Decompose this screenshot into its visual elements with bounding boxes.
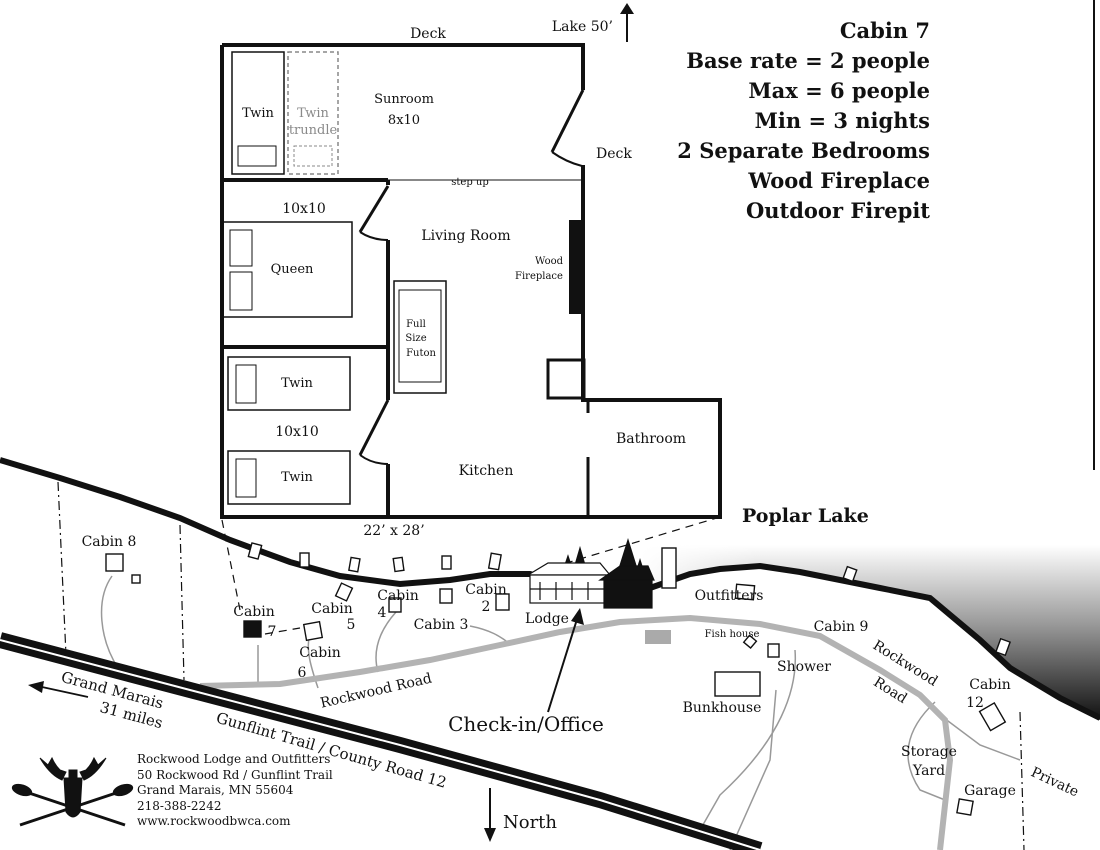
shower-building xyxy=(767,643,780,658)
cabin4-label-a: Cabin xyxy=(377,588,419,604)
min-nights-text: Min = 3 nights xyxy=(754,108,930,133)
storage-yard-label-2: Yard xyxy=(912,763,945,779)
footpaths xyxy=(100,575,1021,850)
cabin2-building xyxy=(495,593,510,611)
cabin5-building xyxy=(334,582,354,602)
lake-shading xyxy=(640,545,1100,720)
garage-building xyxy=(956,798,974,816)
business-city: Grand Marais, MN 55604 xyxy=(137,783,294,797)
cabin8-building xyxy=(105,553,124,572)
deck-side-label: Deck xyxy=(596,146,632,162)
trundle-label-1: Twin xyxy=(297,106,329,121)
floor-plan xyxy=(220,43,722,519)
gunflint-centerline xyxy=(0,639,761,850)
poplar-lake-label: Poplar Lake xyxy=(742,505,869,527)
storage-yard-label-1: Storage xyxy=(901,744,957,760)
kitchen-label: Kitchen xyxy=(459,463,514,479)
north-arrow xyxy=(484,788,496,842)
docks xyxy=(247,542,1011,657)
rockwood-road xyxy=(199,614,954,850)
cabin4-label-b: 4 xyxy=(378,605,387,621)
step-up-label: step up xyxy=(451,177,489,188)
twin-mid-label: Twin xyxy=(281,376,313,391)
fish-house-building xyxy=(742,634,758,650)
lodge-label: Lodge xyxy=(525,611,569,627)
cabin-title: Cabin 7 xyxy=(839,18,930,43)
cabin12-building xyxy=(978,702,1007,732)
lake-distance-label: Lake 50’ xyxy=(552,19,613,35)
business-website[interactable]: www.rockwoodbwca.com xyxy=(137,814,291,828)
wood-fireplace-label-2: Fireplace xyxy=(515,271,563,282)
futon-label-3: Futon xyxy=(406,348,436,359)
queen-label: Queen xyxy=(271,262,314,277)
cabin12-label-a: Cabin xyxy=(969,677,1011,693)
twin-top-label: Twin xyxy=(242,106,274,121)
site-buildings xyxy=(105,553,1007,816)
futon-label-2: Size xyxy=(405,333,426,344)
bathroom-label: Bathroom xyxy=(616,431,686,447)
cabin3-building xyxy=(439,588,453,604)
trundle-label-2: trundle xyxy=(289,123,338,138)
grand-marais-arrow xyxy=(28,681,89,698)
checkin-arrow xyxy=(547,608,584,713)
private-label: Private xyxy=(1028,764,1081,800)
checkin-office-label: Check-in/Office xyxy=(448,712,604,736)
sunroom-size-label: 8x10 xyxy=(388,113,420,128)
sunroom-label: Sunroom xyxy=(374,92,434,107)
lodge-illustration xyxy=(525,537,655,609)
firepit-text: Outdoor Firepit xyxy=(745,198,930,223)
cabin6-building xyxy=(302,620,324,642)
cabin-dimensions-label: 22’ x 28’ xyxy=(363,523,424,539)
bedroom1-size-label: 10x10 xyxy=(282,201,326,217)
cabin4-building xyxy=(388,597,402,613)
cabin2-label-b: 2 xyxy=(482,599,491,615)
wood-fireplace-label-1: Wood xyxy=(535,256,564,267)
fireplace-text: Wood Fireplace xyxy=(748,168,930,193)
bedrooms-text: 2 Separate Bedrooms xyxy=(677,138,930,163)
base-rate-text: Base rate = 2 people xyxy=(686,48,930,73)
twin-low-label: Twin xyxy=(281,470,313,485)
business-address: 50 Rockwood Rd / Gunflint Trail xyxy=(137,767,333,782)
shower-label: Shower xyxy=(777,659,831,675)
moose-logo xyxy=(11,756,134,827)
cabin7-label-b: 7 xyxy=(268,624,277,640)
property-lines xyxy=(57,481,1025,850)
parking-pad xyxy=(645,630,671,644)
cabin5-label-b: 5 xyxy=(347,617,356,633)
cabin12-label-b: 12 xyxy=(966,695,984,711)
cabin7-building xyxy=(243,620,262,638)
living-room-label: Living Room xyxy=(421,228,510,244)
north-label: North xyxy=(503,812,557,833)
lake-arrow xyxy=(620,3,634,42)
cabin5-label-a: Cabin xyxy=(311,601,353,617)
contact-block: Rockwood Lodge and Outfitters 50 Rockwoo… xyxy=(137,752,333,830)
cabin2-label-a: Cabin xyxy=(465,582,507,598)
bunkhouse-building xyxy=(714,671,761,697)
deck-top-label: Deck xyxy=(410,26,446,42)
cabin3-label: Cabin 3 xyxy=(414,617,469,633)
garage-label: Garage xyxy=(964,783,1016,799)
business-name: Rockwood Lodge and Outfitters xyxy=(137,752,331,766)
cabin7-label-a: Cabin xyxy=(233,604,275,620)
outfitters-building xyxy=(734,583,756,601)
cabin6-label-a: Cabin xyxy=(299,645,341,661)
fish-house-label: Fish house xyxy=(705,629,760,640)
bedroom2-size-label: 10x10 xyxy=(275,424,319,440)
cabin8-label: Cabin 8 xyxy=(82,534,137,550)
business-phone: 218-388-2242 xyxy=(137,798,222,813)
bunkhouse-label: Bunkhouse xyxy=(683,700,762,716)
cabin-info-panel: Cabin 7 Base rate = 2 people Max = 6 peo… xyxy=(677,16,930,226)
outfitters-label: Outfitters xyxy=(695,588,764,604)
futon-label-1: Full xyxy=(406,319,426,330)
max-occupancy-text: Max = 6 people xyxy=(748,78,930,103)
cabin9-label: Cabin 9 xyxy=(814,619,869,635)
cabin6-label-b: 6 xyxy=(298,665,307,681)
cabin8-shed xyxy=(131,574,141,584)
